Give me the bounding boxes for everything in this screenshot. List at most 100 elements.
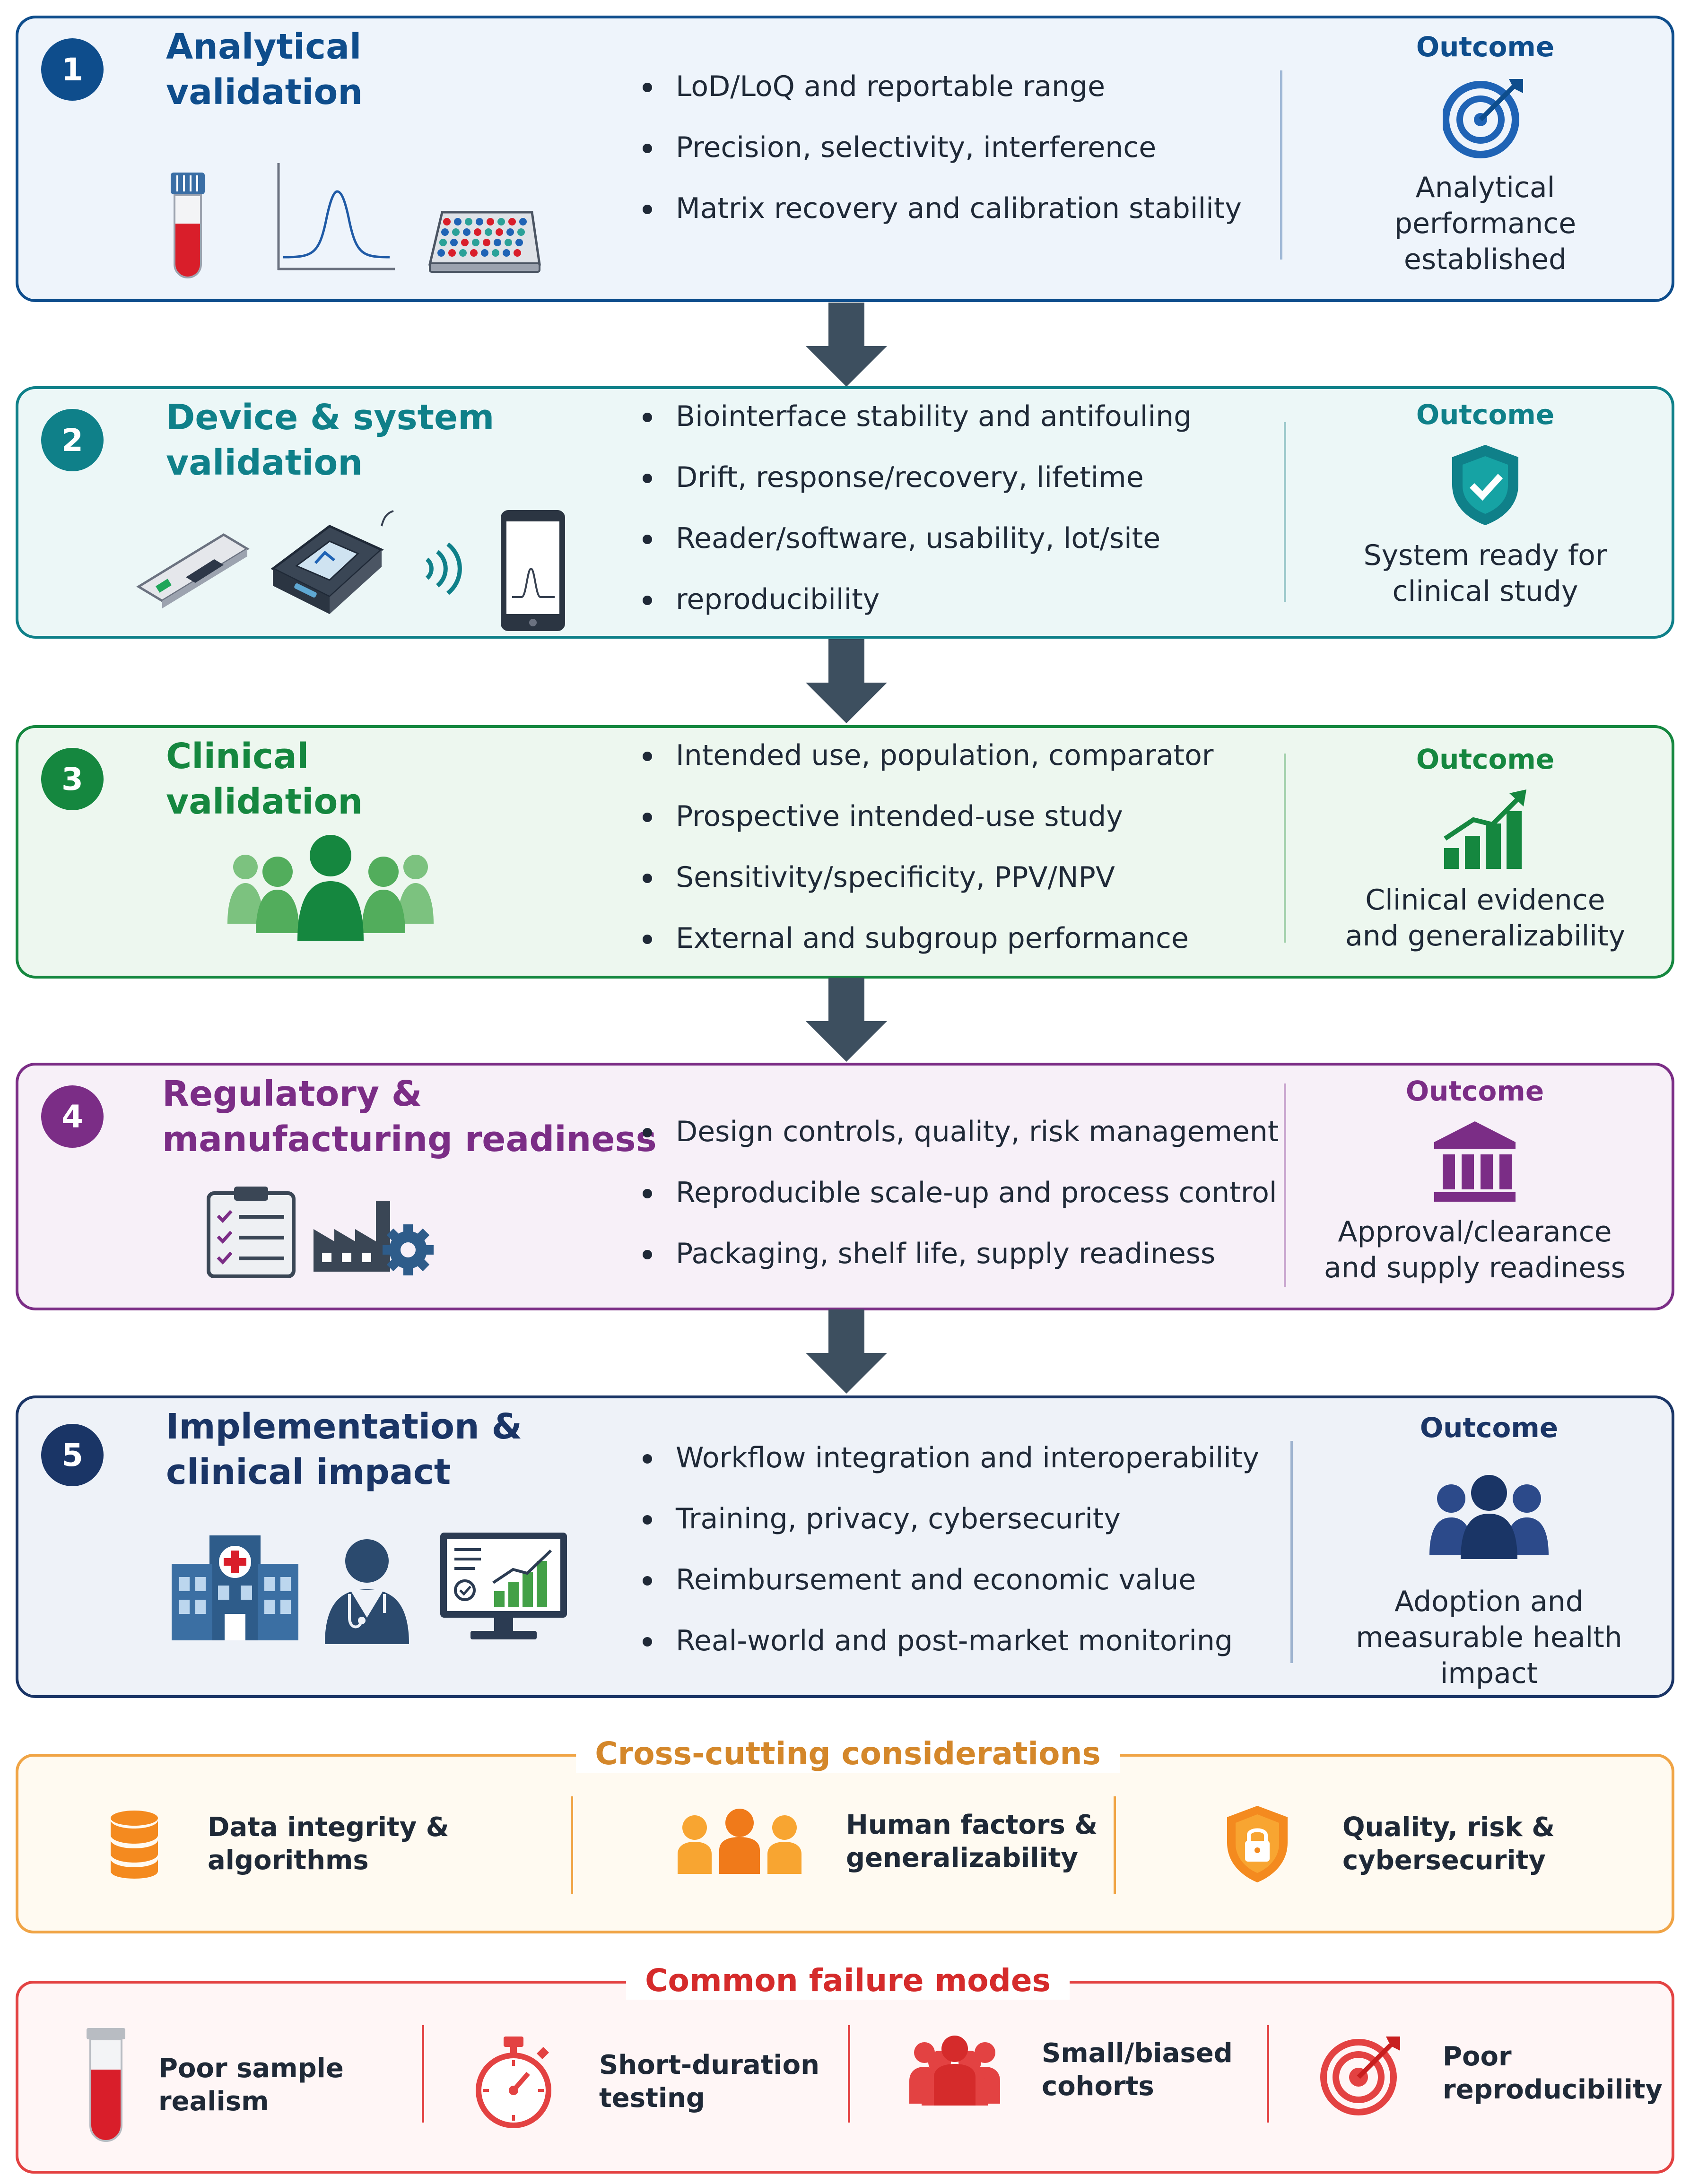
bullet-item: Reader/software, usability, lot/site [643, 508, 1192, 569]
plate-well [497, 218, 505, 225]
outcome-label: Outcome [1405, 1075, 1544, 1107]
bullet-item: External and subgroup performance [643, 908, 1213, 969]
outcome-text: performance [1394, 207, 1577, 240]
stage-title: Implementation & clinical impact [166, 1406, 523, 1492]
flow-arrow [806, 978, 887, 1062]
plate-well [496, 228, 503, 236]
section-divider [571, 1796, 573, 1894]
crosscutting-panel: Cross-cutting considerations Data integr… [16, 1735, 1674, 1933]
outcome-label: Outcome [1416, 31, 1555, 63]
bullet-item: Biointerface stability and antifouling [643, 386, 1192, 447]
bullet-item: Workflow integration and interoperabilit… [643, 1428, 1259, 1489]
shield-check-icon [1452, 445, 1518, 525]
outcome-panel: Outcome Clinical evidence and generaliza… [1301, 740, 1670, 954]
outcome-text: measurable health impact [1356, 1621, 1622, 1690]
stage-bullet-list: Workflow integration and interoperabilit… [643, 1428, 1259, 1672]
outcome-text: System ready for [1363, 539, 1607, 572]
doctor-icon [325, 1539, 409, 1644]
plate-well [519, 218, 527, 225]
stage-regulatory-manufacturing: 4 Regulatory & manufacturing readiness [16, 1063, 1674, 1310]
plate-well [448, 249, 456, 257]
plate-well [503, 249, 510, 257]
outcome-text: Analytical [1415, 171, 1555, 204]
target-icon [1443, 79, 1523, 158]
stage-title: Device & system validation [166, 397, 495, 483]
outcome-label: Outcome [1420, 1412, 1559, 1444]
failure-item-label: Poor sample realism [158, 2053, 344, 2117]
bullet-item: Sensitivity/specificity, PPV/NPV [643, 847, 1213, 908]
plate-well [476, 218, 483, 225]
section-divider [1114, 1796, 1116, 1894]
plate-well [441, 228, 449, 236]
shield-lock-icon [1227, 1806, 1288, 1882]
bullet-item: Training, privacy, cybersecurity [643, 1489, 1259, 1550]
plate-well [505, 239, 512, 246]
bullet-item: Real-world and post-market monitoring [643, 1611, 1259, 1672]
outcome-panel: Outcome Approval/clearance and supply re… [1290, 1072, 1659, 1286]
plate-well [443, 218, 451, 225]
bullet-item: Precision, selectivity, interference [643, 117, 1242, 178]
bullet-item: Reimbursement and economic value [643, 1550, 1259, 1611]
plate-well [474, 228, 481, 236]
flow-arrow [806, 303, 887, 387]
failure-item-label: Short-duration testing [599, 2050, 819, 2114]
test-tube-icon [171, 173, 205, 278]
bullet-item-continuation: reproducibility [643, 569, 1192, 630]
people-icon [678, 1809, 801, 1874]
plate-well [494, 239, 501, 246]
checklist-clipboard-icon [207, 1187, 296, 1278]
factory-gear-icon [314, 1201, 434, 1275]
smartphone-icon [501, 510, 565, 631]
section-divider [1284, 422, 1286, 602]
failure-item-reproducibility: Poor reproducibility [1320, 2031, 1663, 2116]
stage-number-badge: 2 [41, 409, 104, 471]
section-divider [1284, 754, 1286, 943]
database-icon [111, 1811, 158, 1879]
outcome-text: Approval/clearance [1338, 1215, 1612, 1248]
stage-title: Regulatory & manufacturing readiness [162, 1074, 657, 1160]
reader-device-icon [270, 510, 394, 614]
institution-building-icon [1434, 1121, 1516, 1202]
stage-title: Analytical validation [166, 26, 363, 113]
crosscutting-item-data: Data integrity & algorithms [108, 1809, 449, 1880]
stopwatch-icon [476, 2037, 551, 2128]
outcome-panel: Outcome Adoption and measurable health i… [1309, 1409, 1669, 1691]
crosscutting-item-label: Data integrity & algorithms [208, 1812, 449, 1876]
stage-analytical-validation: 1 Analytical validation LoD/LoQ and repo… [16, 16, 1674, 302]
stage-number-badge: 1 [41, 38, 104, 101]
plate-well [514, 249, 521, 257]
plate-well [481, 249, 488, 257]
outcome-text: and supply readiness [1324, 1251, 1626, 1284]
flow-arrow [806, 1309, 887, 1394]
outcome-text: established [1403, 243, 1567, 276]
stage-bullet-list: LoD/LoQ and reportable range Precision, … [643, 56, 1242, 239]
failure-item-sample: Poor sample realism [85, 2026, 344, 2144]
outcome-label: Outcome [1416, 399, 1555, 431]
crosscutting-item-label: Human factors & generalizability [846, 1810, 1098, 1873]
outcome-text: Clinical evidence [1365, 884, 1605, 917]
plate-well [439, 239, 447, 246]
analytics-monitor-icon [440, 1533, 567, 1639]
plate-well [452, 228, 460, 236]
failure-modes-title: Common failure modes [626, 1962, 1070, 2000]
bullet-item: Design controls, quality, risk managemen… [643, 1101, 1279, 1162]
stage-bullet-list: Biointerface stability and antifouling D… [643, 386, 1192, 630]
section-divider [848, 2025, 850, 2123]
bullet-item: LoD/LoQ and reportable range [643, 56, 1242, 117]
outcome-label: Outcome [1416, 743, 1555, 775]
test-strip-icon [136, 533, 250, 608]
plate-well [517, 228, 525, 236]
plate-well [437, 249, 445, 257]
flow-arrow [806, 639, 887, 723]
plate-well [450, 239, 458, 246]
failure-modes-panel: Common failure modes Poor sample realism [16, 1962, 1674, 2174]
plate-well [463, 228, 470, 236]
section-divider [422, 2025, 424, 2123]
bullet-item: Drift, response/recovery, lifetime [643, 447, 1192, 508]
section-divider [1280, 70, 1282, 260]
stage-bullet-list: Design controls, quality, risk managemen… [643, 1101, 1279, 1284]
plate-well [470, 249, 478, 257]
outcome-panel: Outcome System ready for clinical study [1301, 396, 1670, 609]
plate-well [506, 228, 514, 236]
stage-bullet-list: Intended use, population, comparator Pro… [643, 725, 1213, 969]
